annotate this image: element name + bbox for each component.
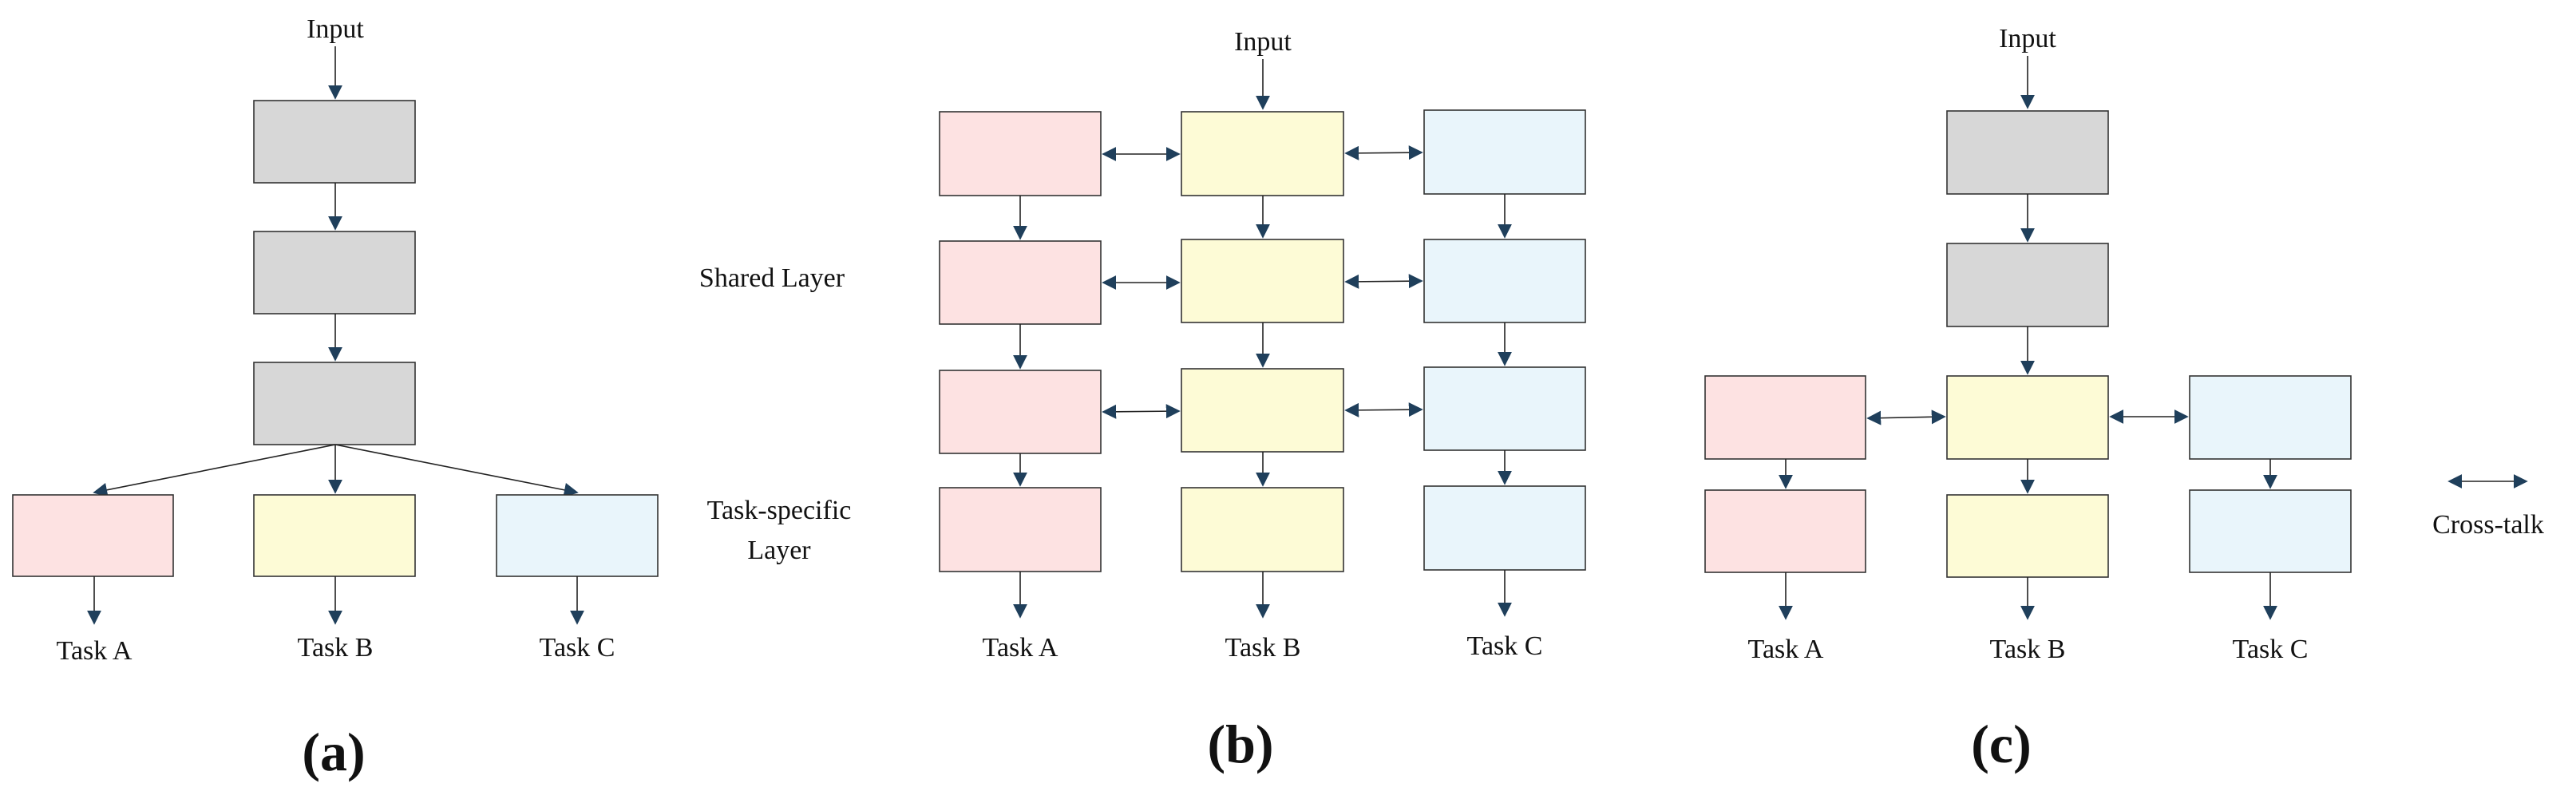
panel-c-crosstalk-ab	[1866, 409, 1946, 425]
panel-a-caption: (a)	[302, 722, 365, 782]
panel-c-col-a-block-1	[1704, 375, 1866, 460]
panel-a-shared-block-1	[253, 100, 416, 184]
legend-cross-talk-label: Cross-talk	[2432, 510, 2544, 540]
panel-b-task-specific-label-line2: Layer	[747, 536, 811, 565]
panel-a-shared-block-3	[253, 362, 416, 445]
panel-a: Input Task A Task B Task C (a)	[12, 14, 659, 782]
panel-b-col-c-block-2	[1423, 239, 1586, 323]
panel-a-task-a-block	[12, 494, 174, 577]
panel-c-input-label: Input	[1999, 24, 2056, 53]
panel-c-shared-block-2	[1946, 243, 2109, 327]
panel-c-col-b-block-1	[1946, 375, 2109, 460]
panel-a-task-c-block	[496, 494, 659, 577]
panel-b-task-specific-label-line1: Task-specific	[707, 496, 852, 525]
panel-b-input-label: Input	[1234, 27, 1292, 57]
panel-a-branch-a	[93, 444, 336, 497]
panel-b-col-b-block-3	[1181, 368, 1344, 453]
panel-b-col-b-block-1	[1181, 111, 1344, 196]
panel-b-col-c-task-block	[1423, 485, 1586, 571]
panel-b-crosstalk-ab-3	[1102, 404, 1181, 419]
panel-c-col-c-task-block	[2189, 489, 2352, 573]
panel-b-col-a-block-1	[939, 111, 1102, 196]
panel-c: Input Task A Task B Task C (c)	[1704, 24, 2352, 774]
panel-b-task-c-label: Task C	[1467, 631, 1543, 661]
panel-c-task-a-label: Task A	[1748, 635, 1824, 664]
panel-b-col-b-task-block	[1181, 487, 1344, 572]
panel-c-shared-block-1	[1946, 110, 2109, 195]
panel-c-task-b-label: Task B	[1990, 635, 2066, 664]
panel-a-branch-c	[334, 444, 579, 497]
panel-a-task-a-label: Task A	[57, 636, 133, 666]
panel-a-task-c-label: Task C	[540, 633, 615, 663]
panel-b-crosstalk-bc-2	[1344, 274, 1423, 289]
panel-c-task-c-label: Task C	[2233, 635, 2309, 664]
panel-c-col-c-block-1	[2189, 375, 2352, 460]
panel-a-input-label: Input	[307, 14, 364, 44]
panel-c-col-b-task-block	[1946, 494, 2109, 578]
panel-b-col-a-task-block	[939, 487, 1102, 572]
panel-b-crosstalk-bc-3	[1344, 402, 1423, 417]
panel-b-shared-layer-label: Shared Layer	[699, 263, 845, 293]
panel-b-col-a-block-3	[939, 370, 1102, 454]
panel-b-task-b-label: Task B	[1225, 633, 1301, 663]
panel-b-task-a-label: Task A	[983, 633, 1058, 663]
panel-b-col-b-block-2	[1181, 239, 1344, 323]
panel-b-crosstalk-bc-1	[1344, 145, 1423, 160]
panel-b-col-a-block-2	[939, 240, 1102, 325]
panel-c-caption: (c)	[1971, 714, 2031, 774]
legend: Cross-talk	[2432, 474, 2544, 540]
panel-b-caption: (b)	[1207, 714, 1273, 774]
panel-a-task-b-label: Task B	[298, 633, 374, 663]
panel-b-col-c-block-1	[1423, 109, 1586, 195]
panel-c-col-a-task-block	[1704, 489, 1866, 573]
panel-b-col-c-block-3	[1423, 366, 1586, 451]
panel-b: Input Shared Layer Task-specific Layer	[699, 27, 1586, 774]
panel-a-shared-block-2	[253, 231, 416, 314]
panel-a-task-b-block	[253, 494, 416, 577]
